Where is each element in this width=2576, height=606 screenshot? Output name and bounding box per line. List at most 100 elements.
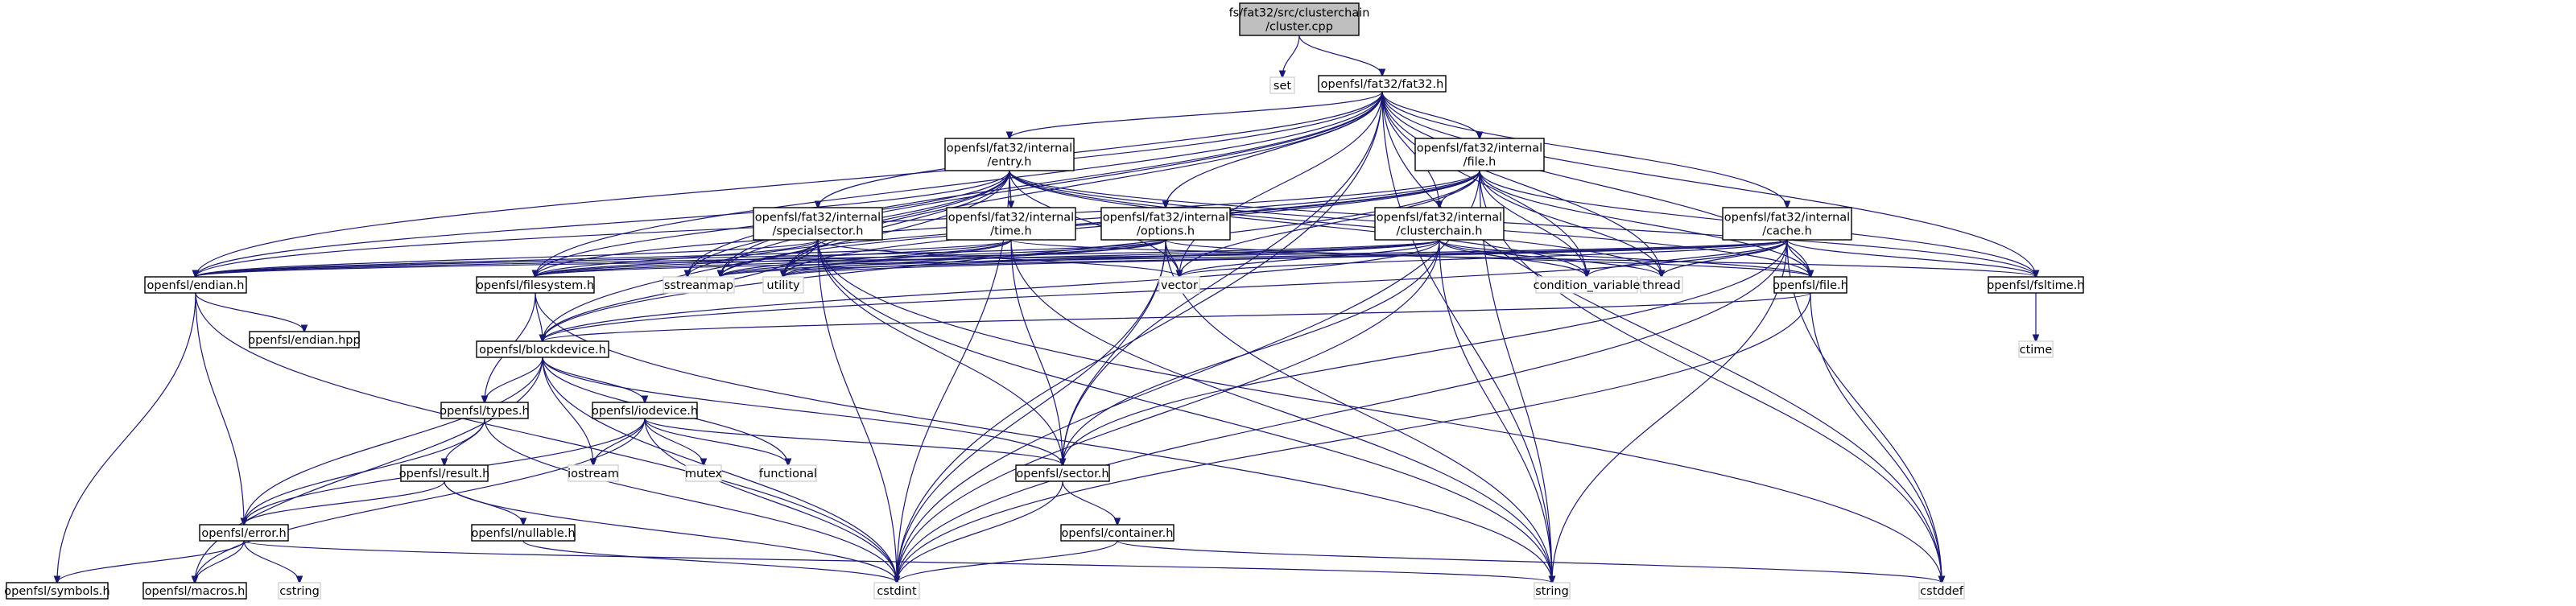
edge-error-to-string [243,540,1552,583]
edge-special-to-sector [817,239,1063,465]
edge-iodevice-to-iostream [593,418,646,465]
node-box [568,464,619,482]
edge-timeh-to-fsltime [1010,239,2036,277]
edge-special-to-cstdint [817,239,897,583]
node-box [1015,464,1110,482]
node-box [476,276,595,294]
node-box [1773,276,1847,294]
edge-special-to-endian [196,239,819,277]
edge-blockdev-to-error [244,357,543,525]
edge-timeh-to-utility [783,239,1012,277]
node-label: openfsl/fat32/internal [1724,212,1850,225]
node-fat32h[interactable]: openfsl/fat32/fat32.h [1318,75,1447,93]
node-box [249,331,360,348]
node-label: /file.h [1463,156,1496,169]
node-sstream: sstream [663,276,712,294]
node-cstddef: cstddef [1918,582,1965,600]
edge-fat32h-to-filesystem [535,91,1383,277]
node-box [1534,582,1571,600]
node-nullable[interactable]: openfsl/nullable.h [471,524,576,542]
node-box [1722,207,1852,241]
node-cache[interactable]: openfsl/fat32/internal/cache.h [1722,207,1852,241]
edge-cchain-to-blockdev [543,239,1440,341]
node-label: openfsl/iodevice.h [592,405,698,418]
node-box [1535,276,1638,294]
node-label: /entry.h [988,156,1032,169]
node-label: openfsl/endian.hpp [248,334,360,347]
node-mutex: mutex [685,464,723,482]
node-box [471,524,576,542]
edge-fat32h-to-thread [1381,91,1662,277]
node-label: fs/fat32/src/clusterchain [1229,7,1370,20]
edge-endian-to-endianhpp [195,292,304,332]
edge-cache-to-condvar [1587,239,1788,277]
node-iodevice[interactable]: openfsl/iodevice.h [592,402,698,419]
node-macros[interactable]: openfsl/macros.h [142,582,247,600]
edge-options-to-endian [196,239,1166,277]
node-label: openfsl/fat32/internal [1417,142,1542,155]
edge-options-to-map [720,239,1166,277]
edge-cache-to-cstddef [1786,239,1942,583]
node-entry[interactable]: openfsl/fat32/internal/entry.h [944,138,1075,171]
node-special[interactable]: openfsl/fat32/internal/specialsector.h [753,207,883,241]
node-types[interactable]: openfsl/types.h [440,402,530,419]
node-endianhpp[interactable]: openfsl/endian.hpp [248,331,361,348]
node-box [1158,276,1200,294]
edge-filei-to-map [720,170,1480,277]
node-label: openfsl/macros.h [145,585,246,598]
node-label: openfsl/fat32/fat32.h [1321,78,1444,91]
edge-container-to-cstdint [897,540,1118,583]
node-cstdint: cstdint [873,582,920,600]
node-error[interactable]: openfsl/error.h [199,524,289,542]
edge-layer [57,35,2036,583]
node-label: condition_variable [1534,279,1641,292]
node-box [144,276,247,294]
edge-blockdev-to-iostream [542,357,593,465]
node-box [685,464,722,482]
edge-entry-to-endian [196,170,1010,277]
node-label: /options.h [1137,225,1195,238]
node-result[interactable]: openfsl/result.h [399,464,490,482]
node-blockdev[interactable]: openfsl/blockdevice.h [476,340,609,358]
node-options[interactable]: openfsl/fat32/internal/options.h [1100,207,1231,241]
edge-iodevice-to-macros [195,418,646,583]
node-box [440,402,529,419]
edge-special-to-cstddef [817,239,1942,583]
edge-entry-to-cstdint [897,170,1010,583]
edge-endian-to-cstdint [195,292,897,583]
node-symbols[interactable]: openfsl/symbols.h [4,582,110,600]
edge-cache-to-fileh [1786,239,1810,277]
node-ctime: ctime [2018,340,2054,358]
node-timeh[interactable]: openfsl/fat32/internal/time.h [946,207,1076,241]
edge-fileh-to-cstdint [897,292,1811,583]
edge-types-to-result [444,418,485,465]
edge-fat32h-to-special [818,91,1383,208]
edge-root-to-set [1282,35,1300,77]
node-condvar: condition_variable [1534,276,1641,294]
node-label: openfsl/nullable.h [471,527,575,540]
edge-nullable-to-cstdint [522,540,897,583]
edge-fat32h-to-vector [1179,91,1383,277]
edge-types-to-cstdint [484,418,897,583]
edge-cchain-to-vector [1179,239,1440,277]
node-filei[interactable]: openfsl/fat32/internal/file.h [1414,138,1545,171]
node-sector[interactable]: openfsl/sector.h [1015,464,1110,482]
edge-sector-to-cstdint [897,480,1063,583]
node-label: openfsl/fat32/internal [755,212,881,225]
node-container[interactable]: openfsl/container.h [1060,524,1174,542]
edge-types-to-error [244,418,485,525]
node-filesystem[interactable]: openfsl/filesystem.h [476,276,595,294]
node-endian[interactable]: openfsl/endian.h [144,276,247,294]
node-root[interactable]: fs/fat32/src/clusterchain/cluster.cpp [1229,2,1370,36]
edge-cache-to-thread [1662,239,1788,277]
edge-error-to-cstring [243,540,299,583]
edge-cchain-to-thread [1439,239,1662,277]
node-fileh[interactable]: openfsl/file.h [1773,276,1848,294]
node-thread: thread [1640,276,1683,294]
node-cchain[interactable]: openfsl/fat32/internal/clusterchain.h [1374,207,1505,241]
node-set: set [1269,76,1295,94]
node-fsltime[interactable]: openfsl/fsltime.h [1987,276,2085,294]
node-label: vector [1161,279,1198,292]
edge-iodevice-to-functional [644,418,788,465]
edge-cchain-to-utility [783,239,1440,277]
